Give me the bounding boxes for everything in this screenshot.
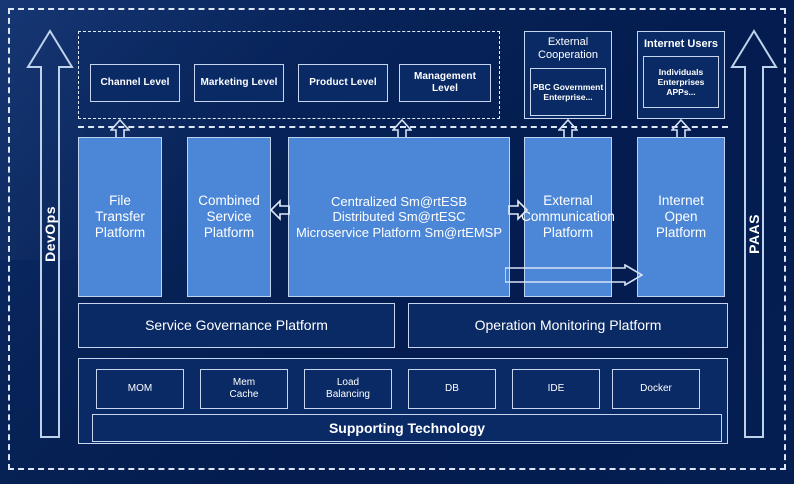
supporting-technology-bar[interactable]: Supporting Technology <box>92 414 722 442</box>
tech-box-mem-cache[interactable]: Mem Cache <box>200 369 288 409</box>
devops-arrow: DevOps <box>26 27 74 441</box>
right-arrow-icon <box>508 198 528 222</box>
level-box-management[interactable]: Management Level <box>399 64 491 102</box>
external-cooperation-title: External Cooperation <box>538 36 598 62</box>
tech-box-db[interactable]: DB <box>408 369 496 409</box>
level-box-product[interactable]: Product Level <box>298 64 388 102</box>
level-box-channel[interactable]: Channel Level <box>90 64 180 102</box>
level-label: Marketing Level <box>200 77 278 89</box>
platform-tile-internet-open[interactable]: Internet Open Platform <box>637 137 725 297</box>
service-governance-platform[interactable]: Service Governance Platform <box>78 303 395 348</box>
paas-label: PAAS <box>746 214 762 254</box>
platform-tile-file-transfer[interactable]: File Transfer Platform <box>78 137 162 297</box>
platform-tile-external-communication[interactable]: External Communication Platform <box>521 137 615 297</box>
internet-users-inner: Individuals Enterprises APPs... <box>643 56 719 109</box>
tech-box-load-balancing[interactable]: Load Balancing <box>304 369 392 409</box>
operation-monitoring-platform[interactable]: Operation Monitoring Platform <box>408 303 728 348</box>
level-label: Channel Level <box>100 77 170 89</box>
level-label: Management Level <box>413 71 477 94</box>
paas-arrow: PAAS <box>730 27 778 441</box>
left-arrow-icon <box>270 198 290 222</box>
tech-box-mom[interactable]: MOM <box>96 369 184 409</box>
tech-box-docker[interactable]: Docker <box>612 369 700 409</box>
tech-box-ide[interactable]: IDE <box>512 369 600 409</box>
platform-tile-centralized-esb[interactable]: Centralized Sm@rtESB Distributed Sm@rtES… <box>288 137 510 297</box>
outer-boundary <box>8 8 786 470</box>
long-right-arrow-icon <box>505 264 643 286</box>
level-box-marketing[interactable]: Marketing Level <box>194 64 284 102</box>
level-label: Product Level <box>309 77 377 89</box>
internet-users-title: Internet Users <box>644 38 718 50</box>
external-cooperation-inner: PBC Government Enterprise... <box>530 67 606 116</box>
layer-divider <box>78 126 728 128</box>
devops-label: DevOps <box>42 206 58 262</box>
internet-users-box[interactable]: Internet Users Individuals Enterprises A… <box>637 31 725 119</box>
external-cooperation-box[interactable]: External Cooperation PBC Government Ente… <box>524 31 612 119</box>
platform-tile-combined-service[interactable]: Combined Service Platform <box>187 137 271 297</box>
